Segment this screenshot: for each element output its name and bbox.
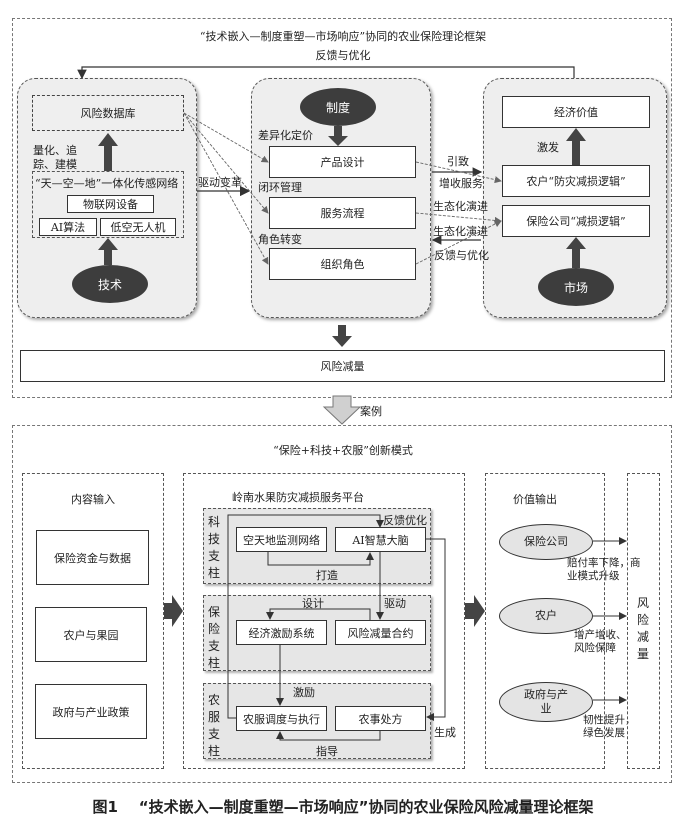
incentive-system-label: 经济激励系统 — [248, 626, 315, 640]
outputs-risk-reduction-label: 风险减量 — [636, 596, 649, 661]
outputs-risk-reduction-column — [627, 473, 660, 769]
generate-label: 生成 — [434, 726, 456, 739]
farmer-logic-box: 农户“防灾减损逻辑” — [502, 165, 650, 197]
farmer-logic-label: 农户“防灾减损逻辑” — [526, 175, 626, 188]
output-insurer-label: 保险公司 — [524, 535, 568, 548]
risk-database-box: 风险数据库 — [32, 95, 184, 131]
insurer-logic-box: 保险公司“减损逻辑” — [502, 205, 650, 237]
ai-brain-label: AI智慧大脑 — [352, 533, 409, 547]
institution-oval-label: 制度 — [325, 100, 350, 115]
risk-database-label: 风险数据库 — [80, 107, 136, 120]
prescription-label: 农事处方 — [358, 712, 403, 726]
feedback-top-label: 反馈与优化 — [315, 49, 371, 62]
input-item: 农户与果园 — [35, 607, 147, 662]
output-gov-effect: 韧性提升，绿色发展 — [583, 714, 636, 739]
market-oval: 市场 — [538, 268, 614, 306]
dispatch-box: 农服调度与执行 — [236, 706, 327, 731]
top-title: “技术嵌入—制度重塑—市场响应”协同的农业保险理论框架 — [199, 30, 487, 43]
ai-brain-box: AI智慧大脑 — [335, 527, 426, 552]
figure-number: 图1 — [92, 798, 118, 816]
dispatch-label: 农服调度与执行 — [243, 712, 320, 726]
outputs-column — [485, 473, 605, 769]
input-item: 政府与产业政策 — [35, 684, 147, 739]
closed-loop-label: 闭环管理 — [258, 181, 302, 194]
platform-column — [183, 473, 465, 769]
risk-reduction-label: 风险减量 — [320, 360, 365, 373]
outputs-title: 价值输出 — [513, 493, 557, 506]
design-label: 设计 — [302, 597, 324, 610]
sensor-network-label: “天—空—地”一体化传感网络 — [35, 177, 179, 190]
org-role-label: 组织角色 — [320, 258, 365, 271]
tech-oval-label: 技术 — [97, 277, 122, 292]
drive-change-label: 驱动变革 — [198, 176, 242, 189]
iot-device-label: 物联网设备 — [83, 198, 138, 211]
output-farmer-effect: 增产增收、风险保障 — [574, 629, 627, 654]
stimulate-label: 激发 — [537, 141, 559, 154]
sensor-network-box — [32, 171, 184, 238]
uav-label: 低空无人机 — [110, 221, 166, 234]
iot-device-box: 物联网设备 — [67, 195, 154, 213]
org-role-box: 组织角色 — [269, 248, 416, 280]
economic-value-label: 经济价值 — [554, 106, 598, 119]
figure-title: “技术嵌入—制度重塑—市场响应”协同的农业保险风险减量理论框架 — [138, 798, 594, 816]
bottom-title: “保险+科技+农服”创新模式 — [273, 444, 413, 457]
drive-label: 驱动 — [384, 597, 406, 610]
risk-contract-label: 风险减量合约 — [347, 626, 414, 640]
product-design-box: 产品设计 — [269, 146, 416, 178]
tech-oval: 技术 — [72, 265, 148, 303]
figure-caption: 图1 “技术嵌入—制度重塑—市场响应”协同的农业保险风险减量理论框架 — [0, 796, 686, 817]
insurance-pillar-label: 保险支柱 — [207, 605, 220, 670]
output-farmer-label: 农户 — [535, 609, 557, 622]
input-item: 保险资金与数据 — [36, 530, 149, 585]
output-gov-oval: 政府与产业 — [499, 682, 593, 722]
ai-algorithm-label: AI算法 — [50, 221, 86, 234]
monitor-network-label: 空天地监测网络 — [243, 533, 320, 547]
ai-algorithm-box: AI算法 — [39, 218, 97, 236]
insurer-logic-label: 保险公司“减损逻辑” — [526, 215, 626, 228]
tech-pillar-label: 科技支柱 — [207, 515, 220, 580]
uav-box: 低空无人机 — [100, 218, 176, 236]
product-design-label: 产品设计 — [320, 156, 365, 169]
income-service-label: 增收服务 — [439, 177, 483, 190]
economic-value-box: 经济价值 — [502, 96, 650, 128]
inputs-column — [22, 473, 164, 769]
incentive-system-box: 经济激励系统 — [236, 620, 327, 645]
risk-contract-box: 风险减量合约 — [335, 620, 426, 645]
output-insurer-oval: 保险公司 — [499, 524, 593, 560]
market-oval-label: 市场 — [563, 280, 588, 295]
eco-evolve-label-1: 生态化演进 — [433, 200, 488, 213]
agri-pillar-label: 农服支柱 — [207, 693, 220, 758]
input-item-label: 政府与产业政策 — [52, 705, 130, 719]
cause-label: 引致 — [447, 155, 469, 168]
service-process-box: 服务流程 — [269, 197, 416, 229]
eco-evolve-label-2: 生态化演进 — [433, 225, 488, 238]
prescription-box: 农事处方 — [335, 706, 426, 731]
institution-oval: 制度 — [300, 88, 376, 126]
case-arrow — [322, 395, 362, 425]
output-farmer-oval: 农户 — [499, 598, 593, 634]
bottom-model-frame — [12, 425, 672, 783]
input-item-label: 农户与果园 — [63, 628, 119, 642]
build-label: 打造 — [316, 569, 338, 582]
output-gov-label: 政府与产业 — [524, 688, 568, 715]
motivate-label: 激励 — [293, 686, 315, 699]
service-process-label: 服务流程 — [320, 207, 365, 220]
input-item-label: 保险资金与数据 — [54, 551, 131, 565]
feedback-opt-label: 反馈优化 — [383, 514, 427, 527]
feedback-optimize-label: 反馈与优化 — [434, 249, 489, 262]
diff-pricing-label: 差异化定价 — [258, 129, 313, 142]
output-insurer-effect: 赔付率下降，商业模式升级 — [567, 557, 641, 582]
monitor-network-box: 空天地监测网络 — [236, 527, 327, 552]
platform-title: 岭南水果防灾减损服务平台 — [232, 491, 364, 504]
case-label: 案例 — [360, 405, 382, 418]
role-shift-label: 角色转变 — [258, 233, 302, 246]
risk-reduction-box: 风险减量 — [20, 350, 665, 382]
quantify-label: 量化、追踪、建模 — [33, 144, 77, 171]
guide-label: 指导 — [316, 745, 338, 758]
inputs-title: 内容输入 — [71, 493, 115, 506]
